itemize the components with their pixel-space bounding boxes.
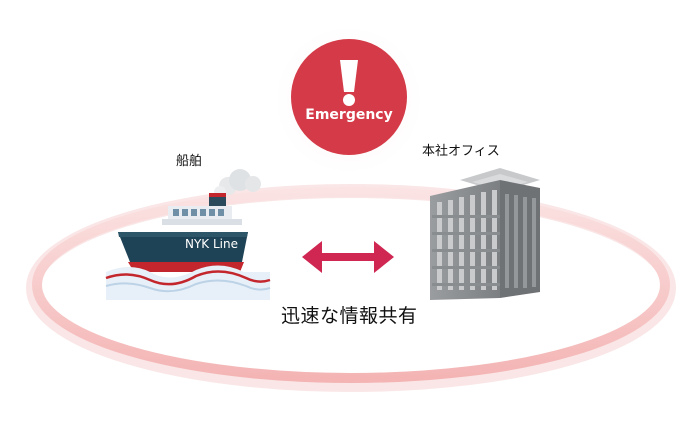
exclamation-icon [340, 60, 358, 106]
ship-label: 船舶 [176, 154, 203, 169]
ship-icon [105, 169, 271, 300]
bidirectional-arrow-icon [302, 241, 394, 273]
ship-name-label: NYK Line [185, 237, 238, 251]
office-label: 本社オフィス [422, 144, 500, 159]
network-ring [26, 184, 676, 392]
waves-icon [105, 265, 271, 300]
emergency-alert [271, 22, 427, 178]
emergency-label: Emergency [305, 107, 393, 123]
smoke-icon [214, 169, 261, 198]
information-sharing-label: 迅速な情報共有 [281, 305, 418, 327]
office-building-icon [430, 168, 540, 300]
